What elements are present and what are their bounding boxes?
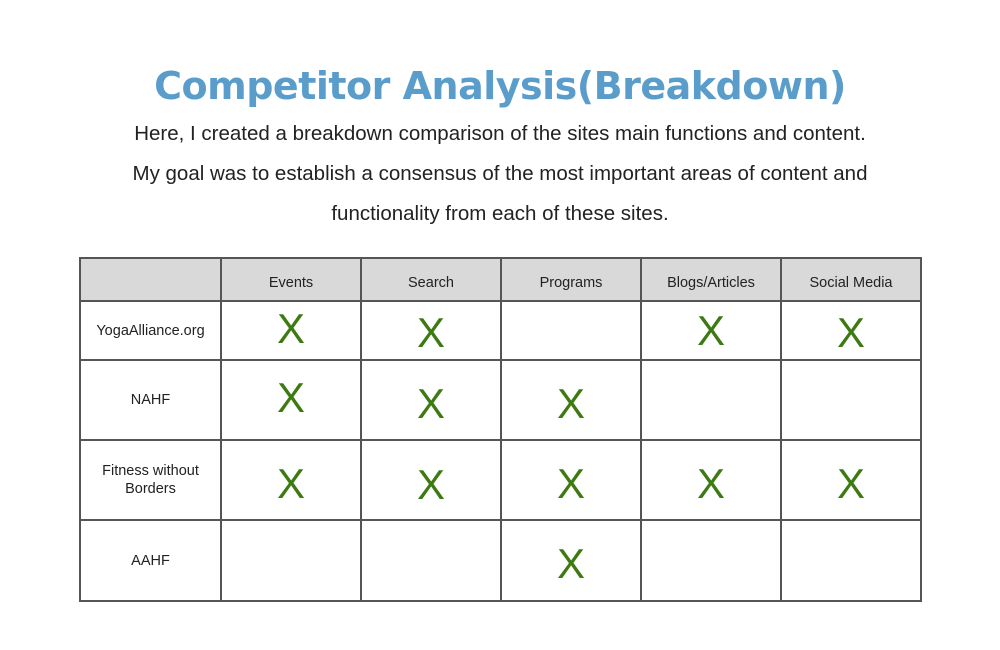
column-header-events: Events [220,257,362,302]
table-cell [780,519,922,602]
check-mark: X [276,374,305,421]
intro-paragraph: Here, I created a breakdown comparison o… [90,114,910,234]
check-mark: X [416,308,445,356]
column-header-blogs-articles: Blogs/Articles [640,257,782,302]
table-cell [640,519,782,602]
table-cell: X [640,300,782,361]
table-corner-cell [79,257,222,302]
intro-line: functionality from each of these sites. [331,202,669,225]
table-cell: X [500,519,642,602]
check-mark: X [836,308,865,356]
check-mark: X [416,380,445,427]
table-header-row: Events Search Programs Blogs/Articles So… [79,257,922,302]
table-cell: X [780,439,922,521]
intro-line: My goal was to establish a consensus of … [132,162,868,185]
check-mark: X [276,304,305,352]
column-header-programs: Programs [500,257,642,302]
table-cell: X [220,359,362,441]
row-header-site: Fitness without Borders [79,439,222,521]
check-mark: X [556,539,585,587]
table-cell: X [360,359,502,441]
check-mark: X [696,460,725,507]
row-header-site: NAHF [79,359,222,441]
competitor-comparison-table: Events Search Programs Blogs/Articles So… [79,257,922,602]
table-cell: X [360,300,502,361]
table-cell [780,359,922,441]
table-cell [220,519,362,602]
intro-line: Here, I created a breakdown comparison o… [134,122,866,145]
table-row: NAHF X X X [79,359,922,441]
table-cell: X [640,439,782,521]
table-cell: X [220,300,362,361]
table-cell [500,300,642,361]
row-header-site: AAHF [79,519,222,602]
table-row: AAHF X [79,519,922,602]
check-mark: X [836,460,865,507]
table-row: YogaAlliance.org X X X X [79,300,922,361]
table-cell: X [500,439,642,521]
column-header-social-media: Social Media [780,257,922,302]
column-header-search: Search [360,257,502,302]
table-cell [640,359,782,441]
check-mark: X [696,306,725,354]
check-mark: X [556,380,585,427]
table-cell: X [780,300,922,361]
table-cell [360,519,502,602]
table-row: Fitness without Borders X X X X X [79,439,922,521]
table-cell: X [220,439,362,521]
table-cell: X [500,359,642,441]
check-mark: X [276,460,305,507]
table-cell: X [360,439,502,521]
page-title: Competitor Analysis(Breakdown) [154,64,846,108]
check-mark: X [556,460,585,507]
row-header-site: YogaAlliance.org [79,300,222,361]
check-mark: X [416,461,445,508]
